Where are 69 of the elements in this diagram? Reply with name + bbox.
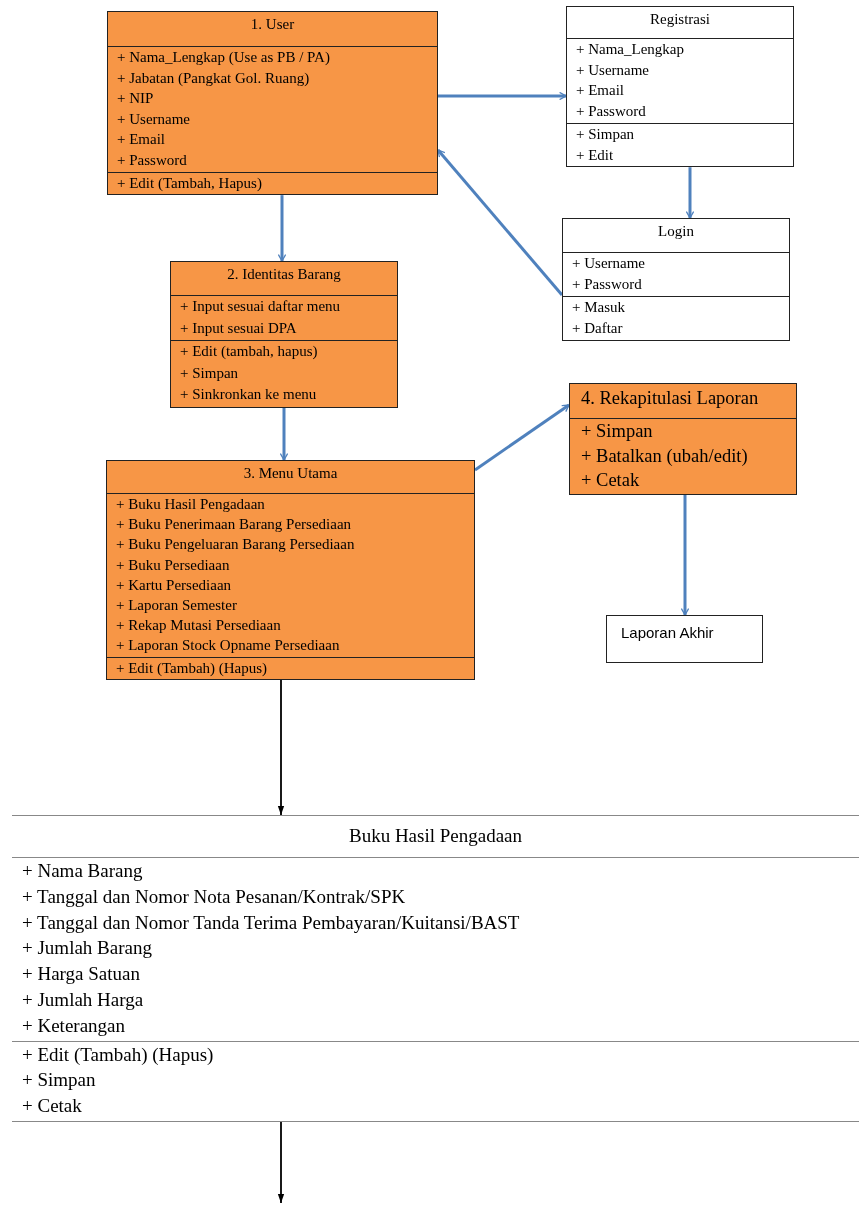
class-title: 2. Identitas Barang bbox=[227, 266, 341, 283]
class-box bbox=[569, 383, 797, 495]
arrow bbox=[680, 494, 690, 616]
arrow bbox=[277, 195, 287, 262]
attribute-text: + Username bbox=[576, 60, 649, 80]
attribute-text: + Laporan Stock Opname Persediaan bbox=[116, 636, 340, 656]
class-box bbox=[107, 11, 438, 196]
attribute-text: + Password bbox=[576, 102, 646, 122]
attribute-text: + Email bbox=[576, 81, 625, 101]
attribute-text: + Password bbox=[572, 275, 642, 294]
arrow bbox=[685, 167, 695, 219]
attribute-text: + Jumlah Barang bbox=[22, 936, 152, 961]
class-title: 4. Rekapitulasi Laporan bbox=[581, 388, 759, 409]
attribute-text: + Nama_Lengkap bbox=[576, 40, 684, 59]
attribute-text: + Jumlah Harga bbox=[22, 988, 144, 1012]
method-text: + Simpan bbox=[22, 1068, 96, 1093]
box-label: Laporan Akhir bbox=[621, 624, 714, 641]
arrow bbox=[277, 1121, 285, 1204]
method-text: + Cetak bbox=[22, 1094, 82, 1119]
attribute-text: + Buku Pengeluaran Barang Persediaan bbox=[116, 535, 355, 555]
class-box bbox=[606, 615, 763, 663]
attribute-text: + Input sesuai DPA bbox=[180, 318, 297, 338]
attribute-text: + Kartu Persediaan bbox=[116, 575, 232, 595]
class-title: Login bbox=[658, 223, 694, 240]
attribute-text: + Laporan Semester bbox=[116, 596, 237, 615]
attribute-text: + Harga Satuan bbox=[22, 962, 140, 987]
attribute-text: + Email bbox=[117, 130, 166, 150]
class-box bbox=[106, 460, 475, 680]
class-title: 3. Menu Utama bbox=[243, 465, 338, 482]
method-text: + Edit (tambah, hapus) bbox=[180, 342, 318, 361]
attribute-text: + Nama Barang bbox=[22, 859, 143, 883]
class-table bbox=[12, 815, 859, 1122]
attribute-text: + Buku Persediaan bbox=[116, 555, 230, 575]
method-text: + Simpan bbox=[180, 363, 239, 383]
class-box bbox=[562, 218, 790, 341]
method-text: + Simpan bbox=[576, 124, 635, 144]
method-text: + Daftar bbox=[572, 319, 623, 338]
arrow bbox=[436, 149, 564, 296]
method-text: + Edit (Tambah) (Hapus) bbox=[22, 1042, 214, 1067]
method-text: + Sinkronkan ke menu bbox=[180, 385, 317, 404]
method-text: + Edit (Tambah, Hapus) bbox=[117, 173, 262, 193]
attribute-text: + Input sesuai daftar menu bbox=[180, 297, 341, 316]
attribute-text: + Password bbox=[117, 150, 187, 170]
method-text: + Masuk bbox=[572, 298, 626, 317]
attribute-text: + Nama_Lengkap (Use as PB / PA) bbox=[117, 48, 330, 67]
attribute-text: + Keterangan bbox=[22, 1013, 126, 1038]
attribute-text: + Rekap Mutasi Persediaan bbox=[116, 616, 281, 636]
arrow bbox=[438, 91, 567, 101]
attribute-text: + Buku Penerimaan Barang Persediaan bbox=[116, 515, 352, 535]
method-text: + Edit (Tambah) (Hapus) bbox=[116, 658, 268, 678]
attribute-text: + NIP bbox=[117, 89, 154, 109]
attribute-text: + Tanggal dan Nomor Tanda Terima Pembayaran/Kuitansi/BAST bbox=[22, 910, 520, 935]
attribute-text: + Username bbox=[117, 109, 190, 129]
class-box bbox=[566, 6, 794, 168]
attribute-text: + Tanggal dan Nomor Nota Pesanan/Kontrak/SPK bbox=[22, 884, 406, 909]
method-text: + Edit bbox=[576, 145, 614, 165]
class-title: Buku Hasil Pengadaan bbox=[348, 825, 523, 847]
attribute-text: + Username bbox=[572, 254, 645, 273]
class-box bbox=[170, 261, 398, 408]
arrow bbox=[277, 678, 285, 816]
attribute-text: + Buku Hasil Pengadaan bbox=[116, 495, 265, 514]
class-title: Registrasi bbox=[650, 11, 710, 28]
arrow bbox=[474, 403, 570, 472]
attribute-text: + Simpan bbox=[581, 420, 653, 443]
attribute-text: + Cetak bbox=[581, 469, 640, 492]
attribute-text: + Jabatan (Pangkat Gol. Ruang) bbox=[117, 68, 310, 88]
attribute-text: + Batalkan (ubah/edit) bbox=[581, 444, 748, 468]
class-title: 1. User bbox=[250, 16, 295, 33]
arrow bbox=[279, 407, 289, 461]
